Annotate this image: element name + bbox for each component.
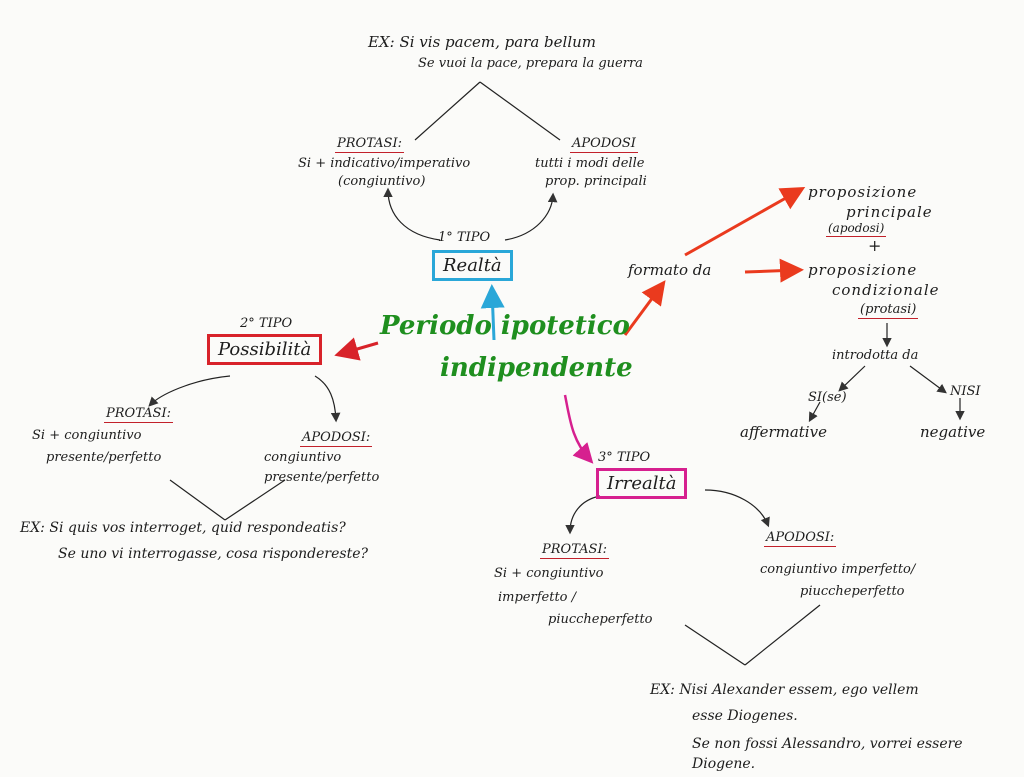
tipo3-protasi-text2: imperfetto / (498, 590, 577, 605)
tipo2-apodosi-text1: congiuntivo (264, 450, 342, 465)
principale-line1: proposizione (808, 183, 918, 201)
condizionale-protasi: (protasi) (858, 302, 919, 319)
tipo3-protasi-text3: piuccheperfetto (548, 612, 653, 627)
tipo2-protasi-text2: presente/perfetto (46, 450, 162, 465)
tipo3-apodosi-text1: congiuntivo imperfetto/ (760, 562, 916, 577)
tipo2-example-latin: EX: Si quis vos interroget, quid respond… (20, 520, 346, 536)
tipo1-example-latin: EX: Si vis pacem, para bellum (368, 33, 596, 51)
condizionale-line2: condizionale (832, 281, 940, 299)
formato-da-label: formato da (628, 261, 712, 279)
condizionale-line1: proposizione (808, 261, 918, 279)
plus-sign: + (868, 236, 882, 255)
tipo3-label: 3° TIPO (598, 450, 651, 465)
affermative-label: affermative (740, 423, 827, 441)
tipo2-apodosi-label: APODOSI: (300, 430, 373, 447)
tipo1-apodosi-label: APODOSI (570, 136, 638, 153)
tipo1-apodosi-text2: prop. principali (545, 174, 647, 189)
tipo1-apodosi-text1: tutti i modi delle (535, 156, 645, 171)
realta-box: Realtà (432, 250, 513, 281)
tipo3-example-latin2: esse Diogenes. (692, 708, 798, 724)
central-title-line2: indipendente (440, 353, 633, 383)
nisi-label: NISI (950, 384, 981, 399)
tipo2-protasi-label: PROTASI: (104, 406, 173, 423)
irrealta-box: Irrealtà (596, 468, 688, 499)
tipo3-example-italian1: Se non fossi Alessandro, vorrei essere (692, 736, 963, 752)
possibilita-box: Possibilità (207, 334, 323, 365)
tipo3-example-latin1: EX: Nisi Alexander essem, ego vellem (650, 682, 919, 698)
tipo1-protasi-text2: (congiuntivo) (338, 174, 426, 189)
tipo3-apodosi-text2: piuccheperfetto (800, 584, 905, 599)
tipo1-protasi-label: PROTASI: (335, 136, 404, 153)
tipo1-label: 1° TIPO (438, 230, 491, 245)
tipo3-protasi-text1: Si + congiuntivo (494, 566, 604, 581)
tipo1-example-italian: Se vuoi la pace, prepara la guerra (418, 56, 643, 71)
tipo3-apodosi-label: APODOSI: (764, 530, 837, 547)
introdotta-da-label: introdotta da (832, 348, 919, 363)
si-se-label: SI(se) (808, 390, 847, 405)
tipo2-protasi-text1: Si + congiuntivo (32, 428, 142, 443)
negative-label: negative (920, 423, 986, 441)
tipo2-label: 2° TIPO (240, 316, 293, 331)
tipo2-example-italian: Se uno vi interrogasse, cosa risponderes… (58, 546, 368, 562)
tipo2-apodosi-text2: presente/perfetto (264, 470, 380, 485)
principale-line2: principale (846, 203, 933, 221)
tipo3-example-italian2: Diogene. (692, 756, 756, 772)
principale-apodosi: (apodosi) (826, 221, 887, 237)
central-title-line1: Periodo ipotetico (380, 311, 630, 341)
tipo3-protasi-label: PROTASI: (540, 542, 609, 559)
tipo1-protasi-text1: Si + indicativo/imperativo (298, 156, 471, 171)
